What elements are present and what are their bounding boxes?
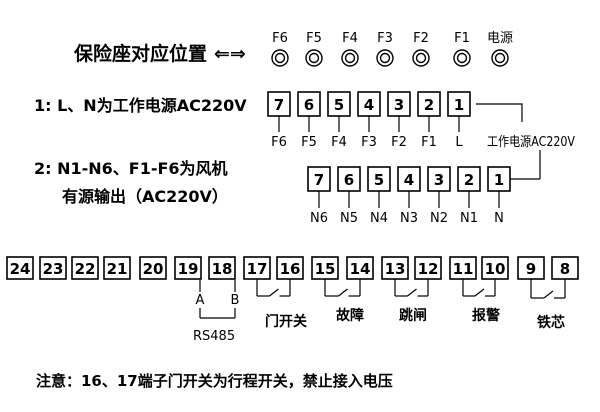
strip-terminal-box <box>6 256 34 280</box>
desc-line-1: 1: L、N为工作电源AC220V <box>34 96 247 115</box>
strip-terminal-box <box>139 256 167 280</box>
row1-terminal-number: 2 <box>424 96 434 114</box>
row2-terminal-number: 6 <box>344 171 354 189</box>
strip-terminal-number: 22 <box>75 260 96 278</box>
row2-terminal-label: N3 <box>400 211 418 226</box>
socket-label: F2 <box>413 31 429 46</box>
socket-inner-ring <box>379 52 391 64</box>
group-label-trip: 跳闸 <box>399 307 427 324</box>
row1-terminal-label: L <box>455 135 463 150</box>
strip-terminal-number: 9 <box>526 260 536 278</box>
group-label-fault: 故障 <box>336 307 364 324</box>
desc-line-2b: 有源输出（AC220V） <box>62 187 228 206</box>
switch-blade-icon <box>338 288 348 297</box>
row1-terminal-number: 3 <box>394 96 404 114</box>
footnote: 注意：16、17端子门开关为行程开关，禁止接入电压 <box>36 372 393 390</box>
switch-blade-icon <box>474 288 485 297</box>
socket-label: F4 <box>342 31 358 46</box>
fuse-sockets: F6 F5 F4 F3 F2 F1 电源 <box>271 31 513 67</box>
row2-terminal-number: 5 <box>374 171 384 189</box>
group-label-alarm: 报警 <box>472 307 500 324</box>
rs485-label: RS485 <box>193 329 235 344</box>
row2-terminal-number: 1 <box>494 171 504 189</box>
row2-terminal-label: N2 <box>430 211 448 226</box>
row2-terminal-label: N5 <box>340 211 358 226</box>
socket-inner-ring <box>494 52 506 64</box>
strip-terminal-box <box>39 256 67 280</box>
socket-label: F6 <box>272 31 288 46</box>
row2-terminal-number: 4 <box>404 171 414 189</box>
strip-terminal-number: 11 <box>453 260 474 278</box>
row1-terminal-label: F1 <box>421 135 437 150</box>
row1-terminal-number: 5 <box>334 96 344 114</box>
row2-terminal-number: 2 <box>464 171 474 189</box>
strip-terminal-number: 14 <box>350 260 371 278</box>
row2-terminal-label: N <box>494 211 504 226</box>
socket-inner-ring <box>308 52 320 64</box>
strip-terminal-number: 23 <box>43 260 64 278</box>
terminal-row-1: 7F6 6F5 5F4 4F3 3F2 2F1 1L <box>267 91 471 150</box>
group-label-door: 门开关 <box>265 313 307 330</box>
switch-blade-icon <box>269 288 279 297</box>
strip-terminal-number: 13 <box>385 260 406 278</box>
socket-inner-ring <box>415 52 427 64</box>
power-side-label: 工作电源AC220V <box>487 135 575 150</box>
strip-terminal-number: 17 <box>247 260 268 278</box>
strip-terminal-number: 20 <box>143 260 164 278</box>
strip-terminal-box <box>208 256 236 280</box>
switch-blade-icon <box>543 290 554 299</box>
row1-terminal-number: 6 <box>304 96 314 114</box>
row2-terminal-label: N6 <box>310 211 328 226</box>
strip-terminal-number: 24 <box>10 260 31 278</box>
row1-terminal-label: F2 <box>391 135 407 150</box>
strip-terminal-number: 16 <box>280 260 301 278</box>
socket-label: F5 <box>306 31 322 46</box>
contact-groups <box>256 279 566 299</box>
strip-terminal-number: 15 <box>315 260 336 278</box>
strip-terminal-box <box>174 256 202 280</box>
row1-terminal-number: 4 <box>364 96 374 114</box>
strip-terminal-number: 12 <box>418 260 439 278</box>
terminal-row-2: 7N6 6N5 5N4 4N3 3N2 2N1 1N <box>307 166 511 226</box>
socket-label: F1 <box>454 31 470 46</box>
row1-terminal-number: 1 <box>454 96 464 114</box>
row1-terminal-label: F6 <box>271 135 287 150</box>
strip-terminal-number: 8 <box>560 260 570 278</box>
switch-blade-icon <box>407 288 417 297</box>
row1-terminal-number: 7 <box>274 96 284 114</box>
row2-terminal-label: N4 <box>370 211 388 226</box>
desc-line-2a: 2: N1-N6、F1-F6为风机 <box>34 159 228 178</box>
group-label-core: 铁芯 <box>537 314 565 331</box>
row1-terminal-label: F5 <box>301 135 317 150</box>
row2-terminal-number: 7 <box>314 171 324 189</box>
socket-label: F3 <box>377 31 393 46</box>
strip-terminal-box <box>103 256 131 280</box>
strip-terminal-box <box>71 256 99 280</box>
power-bracket-line <box>476 103 523 122</box>
strip-terminal-number: 19 <box>178 260 199 278</box>
strip-terminal-number: 21 <box>107 260 128 278</box>
socket-inner-ring <box>274 52 286 64</box>
socket-inner-ring <box>344 52 356 64</box>
socket-label: 电源 <box>487 31 513 46</box>
row2-terminal-label: N1 <box>460 211 478 226</box>
rs485-b-label: B <box>231 293 240 308</box>
row2-terminal-number: 3 <box>434 171 444 189</box>
row1-terminal-label: F4 <box>331 135 347 150</box>
rs485-a-label: A <box>196 293 205 308</box>
strip-terminal-number: 10 <box>485 260 506 278</box>
terminal-strip: 24 23 22 21 20 19 18 17 16 15 14 13 12 11 10 9 8 <box>6 256 579 280</box>
socket-inner-ring <box>456 52 468 64</box>
strip-terminal-number: 18 <box>212 260 233 278</box>
double-arrow-icon: ⇐⇒ <box>214 43 246 65</box>
row1-terminal-label: F3 <box>361 135 377 150</box>
socket-title: 保险座对应位置 <box>73 42 207 65</box>
